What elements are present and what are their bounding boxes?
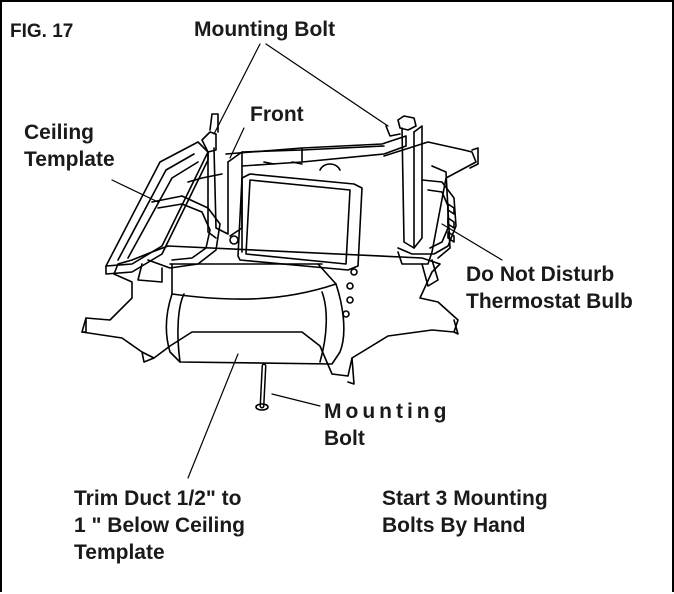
label-line: Start 3 Mounting: [382, 487, 548, 510]
label-line: Template: [74, 541, 165, 564]
center-rail: [225, 135, 407, 167]
right-template-arm: [383, 141, 477, 265]
label-line: Thermostat Bulb: [466, 290, 633, 313]
label-line: Ceiling: [24, 121, 95, 144]
label-line: Bolt: [324, 427, 365, 450]
right-post: [397, 115, 417, 131]
label-start-bolts: Start 3 Mounting Bolts By Hand: [382, 485, 548, 539]
label-line: Trim Duct 1/2" to: [74, 487, 242, 510]
label-line: Bolts By Hand: [382, 514, 526, 537]
label-mounting-bolt-bottom: Mounting Bolt: [324, 398, 450, 452]
label-line: Do Not Disturb: [466, 263, 615, 286]
label-trim-duct: Trim Duct 1/2" to 1 " Below Ceiling Temp…: [74, 485, 245, 566]
label-line: Template: [24, 148, 115, 171]
label-front: Front: [250, 103, 304, 126]
label-mounting-bolt-top: Mounting Bolt: [194, 18, 336, 41]
left-post: [201, 131, 217, 153]
leader-lines: [111, 43, 503, 479]
label-line: 1 " Below Ceiling: [74, 514, 245, 537]
duct: [165, 263, 345, 365]
figure-number: FIG. 17: [10, 21, 74, 42]
base-flange: [81, 245, 459, 377]
center-window: [237, 173, 363, 271]
label-ceiling-template: Ceiling Template: [24, 119, 115, 173]
label-do-not-disturb: Do Not Disturb Thermostat Bulb: [466, 261, 633, 315]
label-line: Mounting: [324, 400, 451, 423]
